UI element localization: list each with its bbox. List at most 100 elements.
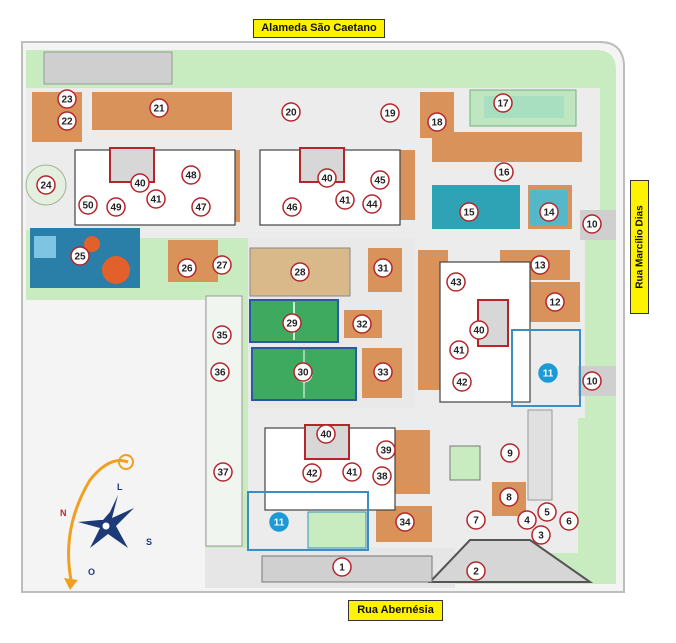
area-marker-badge	[370, 170, 390, 190]
area-marker-number: 3	[538, 531, 544, 542]
area-marker-badge	[446, 272, 466, 292]
area-marker-number: 14	[543, 208, 555, 219]
sun-arc	[67, 459, 129, 586]
area-marker-number: 10	[586, 377, 598, 388]
area-marker-badge	[372, 466, 392, 486]
area-marker-number: 39	[380, 446, 392, 457]
area-marker-number: 40	[473, 326, 485, 337]
area-marker-number: 41	[339, 196, 351, 207]
area-marker-badge	[282, 197, 302, 217]
area-marker-number: 18	[431, 118, 443, 129]
area-marker-badge	[500, 443, 520, 463]
area-marker-number: 17	[497, 99, 509, 110]
area-marker-badge	[146, 189, 166, 209]
left-garden-strip	[205, 295, 243, 547]
area-marker-badge	[459, 202, 479, 222]
area-marker-number: 28	[294, 268, 306, 279]
area-marker-badge	[376, 440, 396, 460]
area-marker-badge	[380, 103, 400, 123]
area-marker-number: 23	[61, 95, 73, 106]
area-marker-badge	[316, 424, 336, 444]
area-marker-number: 35	[216, 331, 228, 342]
area-marker-badge	[302, 463, 322, 483]
area-marker-number: 19	[384, 109, 396, 120]
area-marker-badge	[293, 362, 313, 382]
area-marker-badge	[282, 313, 302, 333]
playground-dome-2	[84, 236, 100, 252]
area-marker-badge	[36, 175, 56, 195]
area-marker-number: 41	[150, 195, 162, 206]
compass-l: L	[117, 482, 123, 492]
area-marker-number: 5	[544, 508, 550, 519]
area-marker-badge	[342, 462, 362, 482]
compass-n: N	[60, 508, 67, 518]
arc-arrow	[64, 578, 78, 590]
area-marker-number: 7	[473, 516, 479, 527]
area-marker-badge	[191, 197, 211, 217]
area-marker-number: 29	[286, 319, 298, 330]
area-marker-number: 44	[366, 200, 378, 211]
planter-9	[449, 445, 481, 481]
area-marker-badge	[317, 168, 337, 188]
area-marker-badge	[149, 98, 169, 118]
area-marker-number: 30	[297, 368, 309, 379]
area-marker-badge	[494, 162, 514, 182]
area-marker-badge	[269, 512, 289, 532]
area-marker-badge	[373, 258, 393, 278]
area-marker-number: 13	[534, 261, 546, 272]
area-marker-badge	[352, 314, 372, 334]
area-marker-number: 26	[181, 264, 193, 275]
area-marker-number: 21	[153, 104, 165, 115]
area-marker-number: 49	[110, 203, 122, 214]
area-11-east	[511, 329, 581, 407]
area-marker-badge	[530, 255, 550, 275]
area-marker-number: 11	[274, 518, 285, 529]
area-marker-number: 9	[507, 449, 513, 460]
area-marker-badge	[290, 262, 310, 282]
area-marker-number: 40	[321, 174, 333, 185]
playground-dome	[102, 256, 130, 284]
area-11-south	[247, 491, 369, 551]
area-marker-badge	[466, 510, 486, 530]
area-marker-number: 10	[586, 220, 598, 231]
area-marker-number: 38	[376, 472, 388, 483]
street-label-right-text: Rua Marcílio Dias	[634, 205, 645, 289]
area-marker-number: 41	[453, 346, 465, 357]
area-marker-badge	[335, 190, 355, 210]
area-marker-badge	[559, 511, 579, 531]
area-marker-number: 16	[498, 168, 510, 179]
area-marker-number: 6	[566, 517, 572, 528]
playground-sandbox	[34, 236, 56, 258]
area-marker-badge	[493, 93, 513, 113]
area-marker-badge	[181, 165, 201, 185]
area-marker-badge	[281, 102, 301, 122]
area-marker-badge	[177, 258, 197, 278]
area-marker-number: 40	[134, 179, 146, 190]
street-label-top: Alameda São Caetano	[253, 19, 385, 38]
area-marker-badge	[539, 202, 559, 222]
area-marker-badge	[449, 340, 469, 360]
area-marker-number: 32	[356, 320, 368, 331]
area-marker-number: 25	[74, 252, 86, 263]
area-marker-number: 15	[463, 208, 475, 219]
area-marker-badge	[582, 214, 602, 234]
area-marker-number: 20	[285, 108, 297, 119]
area-marker-number: 46	[286, 203, 298, 214]
area-marker-badge	[78, 195, 98, 215]
area-marker-number: 42	[306, 469, 318, 480]
area-marker-number: 2	[473, 567, 479, 578]
area-marker-badge	[517, 510, 537, 530]
area-marker-number: 24	[40, 181, 52, 192]
area-marker-badge	[106, 197, 126, 217]
top-roof-strip	[43, 51, 173, 85]
area-marker-badge	[452, 372, 472, 392]
area-marker-badge	[466, 561, 486, 581]
area-marker-number: 43	[450, 278, 462, 289]
area-marker-number: 41	[346, 468, 358, 479]
area-marker-badge	[210, 362, 230, 382]
area-marker-number: 27	[216, 261, 228, 272]
deck-16	[432, 132, 582, 162]
area-marker-badge	[395, 512, 415, 532]
area-marker-badge	[70, 246, 90, 266]
